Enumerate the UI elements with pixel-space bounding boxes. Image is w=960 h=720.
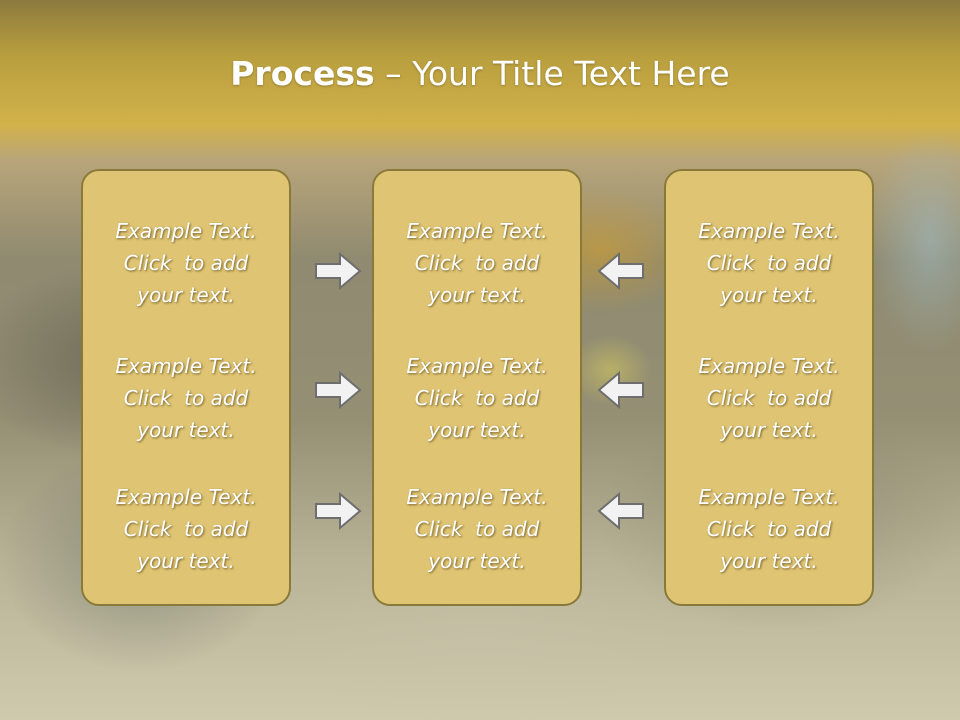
text-line: Example Text. bbox=[698, 354, 840, 378]
panel-text[interactable]: Example Text. Click to add your text. bbox=[374, 215, 580, 311]
title-rest: – Your Title Text Here bbox=[374, 54, 730, 93]
text-line: Click to add bbox=[706, 386, 832, 410]
panel-text[interactable]: Example Text. Click to add your text. bbox=[666, 215, 872, 311]
slide-title[interactable]: Process – Your Title Text Here bbox=[0, 52, 960, 96]
text-line: Example Text. bbox=[698, 219, 840, 243]
text-line: your text. bbox=[137, 283, 235, 307]
text-line: Example Text. bbox=[406, 219, 548, 243]
text-line: Example Text. bbox=[115, 219, 257, 243]
panel-text[interactable]: Example Text. Click to add your text. bbox=[83, 350, 289, 446]
panel-text[interactable]: Example Text. Click to add your text. bbox=[666, 481, 872, 577]
text-line: your text. bbox=[137, 549, 235, 573]
text-line: Click to add bbox=[414, 386, 540, 410]
text-line: your text. bbox=[720, 418, 818, 442]
left-arrow-icon[interactable] bbox=[597, 370, 645, 410]
panel-text[interactable]: Example Text. Click to add your text. bbox=[83, 215, 289, 311]
left-arrow-icon[interactable] bbox=[597, 491, 645, 531]
text-line: your text. bbox=[720, 283, 818, 307]
text-line: Click to add bbox=[414, 517, 540, 541]
left-arrow-icon[interactable] bbox=[597, 251, 645, 291]
text-line: your text. bbox=[428, 549, 526, 573]
panel-text[interactable]: Example Text. Click to add your text. bbox=[374, 350, 580, 446]
text-line: Click to add bbox=[123, 517, 249, 541]
text-line: your text. bbox=[720, 549, 818, 573]
title-bold: Process bbox=[230, 54, 375, 93]
text-line: your text. bbox=[137, 418, 235, 442]
process-panel-right[interactable]: Example Text. Click to add your text. Ex… bbox=[664, 169, 874, 606]
text-line: your text. bbox=[428, 283, 526, 307]
text-line: Example Text. bbox=[115, 485, 257, 509]
text-line: Click to add bbox=[706, 517, 832, 541]
process-panel-left[interactable]: Example Text. Click to add your text. Ex… bbox=[81, 169, 291, 606]
panel-text[interactable]: Example Text. Click to add your text. bbox=[666, 350, 872, 446]
panel-text[interactable]: Example Text. Click to add your text. bbox=[374, 481, 580, 577]
text-line: Click to add bbox=[706, 251, 832, 275]
panel-text[interactable]: Example Text. Click to add your text. bbox=[83, 481, 289, 577]
text-line: Click to add bbox=[123, 251, 249, 275]
right-arrow-icon[interactable] bbox=[314, 491, 362, 531]
text-line: your text. bbox=[428, 418, 526, 442]
text-line: Example Text. bbox=[115, 354, 257, 378]
text-line: Example Text. bbox=[406, 485, 548, 509]
text-line: Example Text. bbox=[698, 485, 840, 509]
text-line: Click to add bbox=[123, 386, 249, 410]
right-arrow-icon[interactable] bbox=[314, 251, 362, 291]
right-arrow-icon[interactable] bbox=[314, 370, 362, 410]
text-line: Example Text. bbox=[406, 354, 548, 378]
text-line: Click to add bbox=[414, 251, 540, 275]
process-panel-middle[interactable]: Example Text. Click to add your text. Ex… bbox=[372, 169, 582, 606]
